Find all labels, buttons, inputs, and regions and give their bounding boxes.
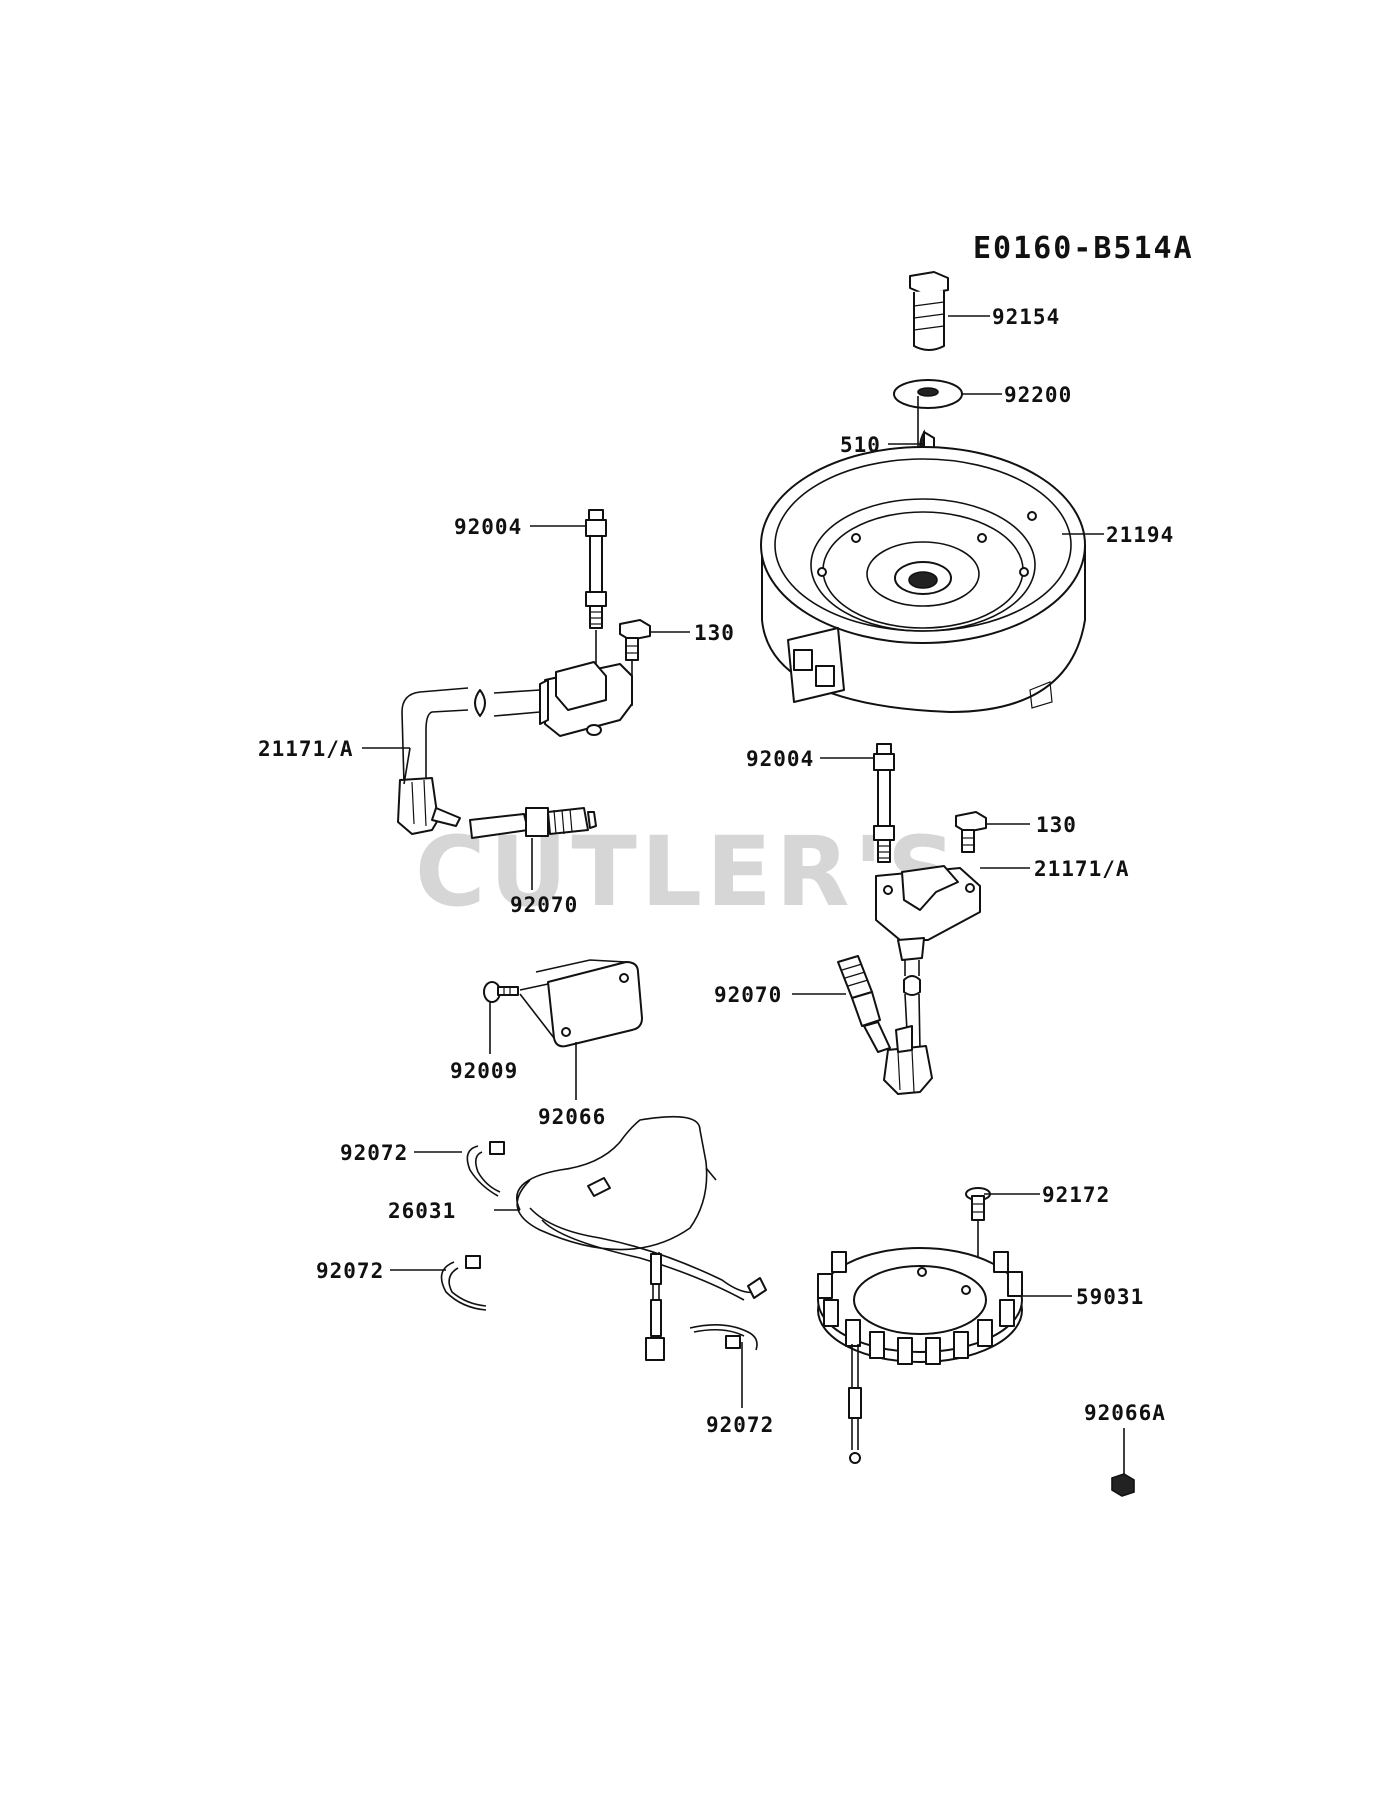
stator-lead: [848, 1344, 862, 1464]
nut-92066A: [1111, 1473, 1135, 1497]
clamp-92072-top: [466, 1141, 505, 1197]
callout-92200: 92200: [1004, 383, 1072, 407]
stator-59031: [817, 1247, 1023, 1365]
ignition-coil-right: [875, 865, 981, 961]
callout-92004-right: 92004: [746, 747, 814, 771]
callout-92154: 92154: [992, 305, 1060, 329]
callout-130-right: 130: [1036, 813, 1077, 837]
lead-wire-left: [401, 687, 541, 785]
ignition-coil-left: [539, 661, 633, 737]
callout-92072-mid: 92072: [316, 1259, 384, 1283]
diagram-code: E0160-B514A: [973, 231, 1194, 266]
bolt-130-right: [955, 811, 987, 853]
plug-cap-right: [883, 1025, 933, 1095]
lead-wire-right: [903, 960, 921, 1051]
screw-92009: [483, 981, 519, 1003]
plug-cap-left: [397, 777, 461, 835]
callout-92072-top: 92072: [340, 1141, 408, 1165]
plate-92066: [519, 959, 643, 1048]
callout-26031: 26031: [388, 1199, 456, 1223]
callout-21194: 21194: [1106, 523, 1174, 547]
callout-92066: 92066: [538, 1105, 606, 1129]
callout-130-left: 130: [694, 621, 735, 645]
callout-510: 510: [840, 433, 881, 457]
clamp-92072-bottom: [689, 1324, 758, 1351]
callout-21171-left: 21171/A: [258, 737, 354, 761]
callout-92004-left: 92004: [454, 515, 522, 539]
callout-59031: 59031: [1076, 1285, 1144, 1309]
callout-92066A: 92066A: [1084, 1401, 1166, 1425]
stud-92004-left: [585, 509, 607, 629]
screw-92172: [965, 1187, 991, 1221]
callout-92070-left: 92070: [510, 893, 578, 917]
stud-92004-right: [873, 743, 895, 863]
flywheel-21194: [760, 446, 1086, 713]
leader-lines: [362, 315, 1125, 1474]
callout-92070-right: 92070: [714, 983, 782, 1007]
bolt-92154: [909, 271, 949, 351]
clamp-92072-mid: [440, 1255, 487, 1311]
callout-92172: 92172: [1042, 1183, 1110, 1207]
callout-92009: 92009: [450, 1059, 518, 1083]
harness-26031: [515, 1115, 767, 1361]
callout-21171-right: 21171/A: [1034, 857, 1130, 881]
spark-plug-right: [837, 955, 891, 1053]
watermark: CUTLER'S: [415, 816, 960, 928]
spark-plug-left: [469, 807, 597, 839]
callout-92072-bottom: 92072: [706, 1413, 774, 1437]
bolt-130-left: [619, 619, 651, 661]
washer-92200: [893, 379, 963, 409]
